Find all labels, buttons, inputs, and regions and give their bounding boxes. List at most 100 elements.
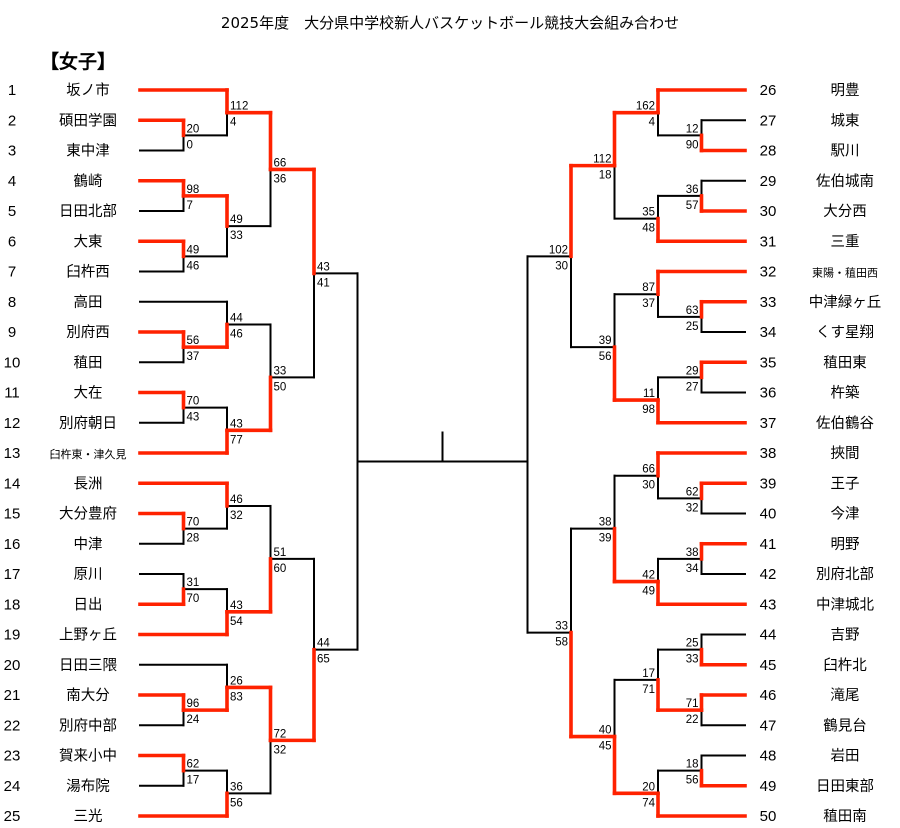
team-name: 明野	[831, 536, 860, 553]
match-score: 29	[686, 365, 699, 377]
match-score: 28	[187, 533, 200, 545]
team-name: 吉野	[831, 627, 860, 644]
team-name: 日出	[74, 596, 103, 613]
match-score: 30	[555, 260, 568, 272]
team-name: 杵築	[831, 384, 860, 402]
match-score: 72	[274, 728, 287, 740]
match-score: 50	[274, 381, 287, 393]
team-seed-number: 20	[4, 657, 21, 674]
team-name: 上野ヶ丘	[59, 627, 117, 644]
team-seed-number: 36	[760, 385, 777, 402]
match-score: 43	[187, 412, 200, 424]
team-name: 佐伯城南	[816, 173, 874, 190]
match-score: 43	[230, 418, 243, 430]
team-name: 駅川	[831, 144, 860, 160]
team-name: くす星翔	[816, 324, 874, 341]
team-name: 臼杵西	[66, 264, 110, 281]
team-name: 臼杵東・津久見	[50, 447, 127, 461]
team-seed-number: 1	[8, 82, 16, 99]
team-name: 鶴見台	[823, 717, 867, 734]
page-title: 2025年度 大分県中学校新人バスケットボール競技大会組み合わせ	[220, 14, 680, 32]
team-seed-number: 16	[4, 536, 21, 553]
match-score: 54	[230, 616, 243, 628]
team-seed-number: 2	[8, 112, 16, 129]
match-score: 36	[686, 184, 699, 196]
team-seed-number: 41	[760, 536, 777, 553]
match-score: 98	[642, 404, 655, 416]
team-seed-number: 39	[760, 475, 777, 492]
match-score: 46	[230, 328, 243, 340]
team-seed-number: 18	[4, 596, 21, 613]
match-score: 31	[187, 577, 200, 589]
team-name: 別府北部	[816, 566, 874, 583]
team-seed-number: 10	[4, 354, 21, 371]
team-seed-number: 5	[8, 203, 16, 220]
team-seed-number: 29	[760, 173, 777, 190]
match-score: 34	[686, 563, 699, 575]
match-score: 25	[686, 321, 699, 333]
bracket-lines	[139, 111, 746, 795]
team-seed-number: 37	[760, 415, 777, 432]
team-seed-number: 14	[4, 475, 21, 492]
match-score: 17	[642, 668, 655, 680]
match-score: 74	[642, 797, 655, 809]
match-score: 32	[274, 744, 287, 756]
team-seed-number: 43	[760, 596, 777, 613]
team-seed-number: 42	[760, 566, 777, 583]
match-score: 33	[274, 365, 287, 377]
match-score: 46	[187, 260, 200, 272]
team-name: 今津	[831, 506, 860, 523]
team-seed-number: 31	[760, 233, 777, 250]
match-score: 32	[230, 510, 243, 522]
team-seed-number: 3	[8, 143, 16, 160]
team-name: 三重	[831, 233, 860, 250]
match-score: 70	[187, 396, 200, 408]
match-score: 38	[686, 547, 699, 559]
team-name: 王子	[831, 475, 860, 492]
team-name: 挾間	[831, 445, 860, 462]
team-seed-number: 11	[4, 385, 20, 402]
team-seed-number: 27	[760, 112, 777, 129]
match-score: 18	[599, 170, 612, 182]
team-seed-number: 9	[8, 324, 16, 341]
team-seed-number: 23	[4, 748, 21, 765]
match-score: 20	[187, 123, 200, 135]
match-score: 66	[642, 464, 655, 476]
team-name: 中津城北	[816, 596, 874, 613]
match-score: 56	[230, 797, 243, 809]
match-score: 36	[274, 173, 287, 185]
match-score: 51	[274, 547, 287, 559]
match-score: 90	[686, 139, 699, 151]
team-seed-number: 50	[760, 808, 777, 825]
match-score: 33	[686, 654, 699, 666]
team-name: 湯布院	[66, 778, 110, 795]
team-name: 日田三隈	[59, 657, 117, 674]
team-seed-number: 33	[760, 294, 777, 311]
match-score: 87	[642, 282, 655, 294]
match-score: 39	[599, 533, 612, 545]
match-score: 83	[230, 691, 243, 703]
team-seed-number: 49	[760, 778, 777, 795]
match-score: 102	[549, 244, 568, 256]
match-score: 46	[230, 494, 243, 506]
section-label-girls: 【女子】	[40, 51, 117, 73]
team-name: 城東	[831, 112, 860, 129]
team-seed-number: 22	[4, 717, 21, 734]
match-score: 33	[555, 621, 568, 633]
match-score: 25	[686, 638, 699, 650]
team-seed-number: 17	[4, 566, 21, 583]
match-score: 7	[187, 200, 193, 212]
team-name: 稙田	[74, 354, 103, 371]
match-score: 22	[686, 714, 699, 726]
team-seed-number: 15	[4, 506, 21, 523]
match-score: 42	[642, 570, 655, 582]
team-name: 日田東部	[816, 778, 874, 795]
team-name: 三光	[74, 808, 103, 825]
match-score: 112	[593, 154, 611, 166]
match-score: 44	[317, 638, 330, 650]
match-score: 162	[636, 101, 655, 113]
team-seed-number: 24	[4, 778, 21, 795]
team-seed-number: 45	[760, 657, 777, 674]
